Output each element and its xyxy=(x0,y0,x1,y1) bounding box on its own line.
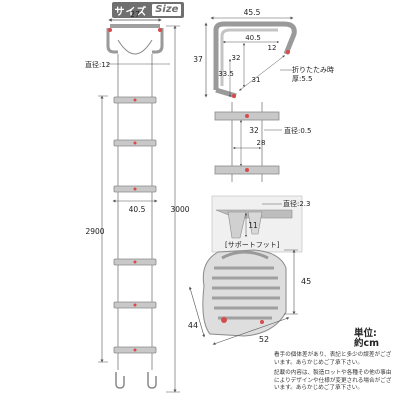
notes: 看手の個体差があり、表記と多少の誤差がございます。あらかじめご了承下さい。 記載… xyxy=(274,352,396,396)
title-jp: サイズ xyxy=(114,6,148,18)
bottom-hook xyxy=(147,372,157,389)
rung-length-label: 28 xyxy=(257,139,266,147)
hook-depth-label: 32 xyxy=(232,54,241,62)
length-2900-label: 2900 xyxy=(85,227,104,236)
folded-label: 折りたたみ時 xyxy=(292,65,334,74)
foot-caption: [サポートフット] xyxy=(225,241,280,249)
note-item: 看手の個体差があり、表記と多少の誤差がございます。あらかじめご了承下さい。 xyxy=(274,352,392,366)
stored-ladder-illustration xyxy=(202,249,287,337)
rung xyxy=(113,301,157,309)
hook-height-label: 37 xyxy=(193,55,203,64)
unit-prefix: 単位: xyxy=(354,328,377,339)
hook-inner-depth-label: 33.5 xyxy=(218,70,234,78)
bottom-hook xyxy=(115,372,125,389)
rung xyxy=(113,96,157,104)
rung xyxy=(113,258,157,266)
left-hook xyxy=(106,28,118,54)
folded-value: 厚:5.5 xyxy=(292,75,313,83)
support-foot-detail: 直径:2.3 11 [サポートフット] xyxy=(211,195,311,253)
stored-depth-label: 44 xyxy=(188,321,198,330)
unit-value: 約cm xyxy=(354,338,380,349)
stored-height-label: 45 xyxy=(301,277,311,286)
hook-frame xyxy=(213,21,297,90)
dim-stored-depth xyxy=(188,286,206,338)
hook-diameter-label: 直径:12 xyxy=(85,60,110,69)
unit-label: 単位: 約cm xyxy=(354,329,379,349)
hook-width-label: 45.5 xyxy=(244,8,261,17)
note-item: 記載の内容は、製造ロットや各種その他の事由によりデザインや仕様が変更される場合が… xyxy=(274,370,392,392)
hook-diag-label: 31 xyxy=(252,76,261,84)
rung-detail: 32 28 直径:0.5 xyxy=(214,102,312,182)
rung xyxy=(113,139,157,147)
hook-tip-label: 12 xyxy=(268,44,277,52)
foot-height-label: 11 xyxy=(248,221,258,230)
hook-detail: 45.5 40.5 12 37 32 33.5 31 折りたたみ時 厚:5.5 xyxy=(193,8,334,99)
top-width-label: 27 xyxy=(130,10,140,19)
stored-width-label: 52 xyxy=(259,335,269,344)
ladder-illustration xyxy=(106,24,164,389)
rung-spacing-label: 32 xyxy=(249,126,259,135)
length-3000-label: 3000 xyxy=(170,205,189,214)
rung xyxy=(113,346,157,354)
foot-diameter-label: 直径:2.3 xyxy=(283,199,311,208)
bar-width-label: 40.5 xyxy=(129,205,146,214)
rung xyxy=(113,185,157,193)
size-title-badge: サイズ Size xyxy=(112,2,184,18)
wire-diameter-label: 直径:0.5 xyxy=(284,126,312,135)
hook-chain xyxy=(117,39,153,55)
title-en: Size xyxy=(152,4,182,16)
right-hook xyxy=(152,28,164,54)
dim-stored-width xyxy=(212,317,290,345)
hook-inner-width-label: 40.5 xyxy=(245,34,261,42)
